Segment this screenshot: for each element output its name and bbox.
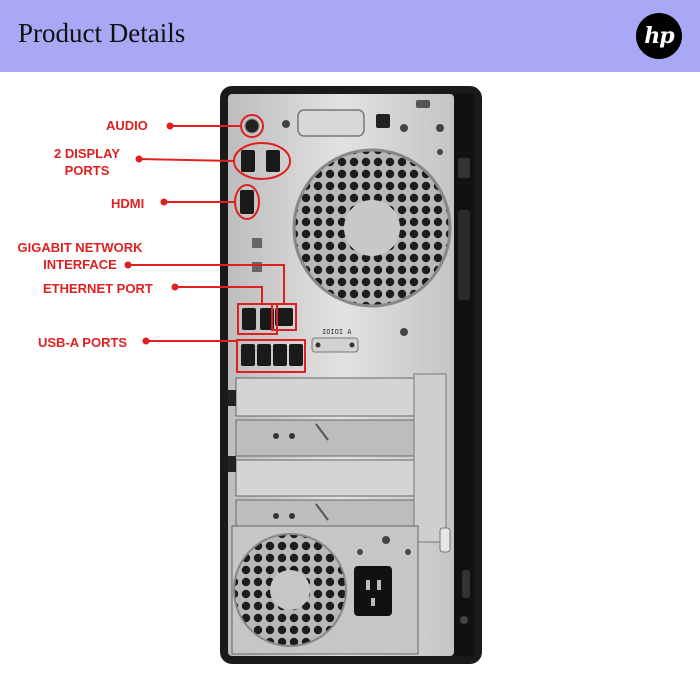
frame-tab bbox=[228, 390, 236, 406]
callout-hdmi: HDMI bbox=[111, 196, 145, 211]
side-tab bbox=[462, 570, 470, 598]
power-pin bbox=[371, 598, 375, 606]
screw bbox=[273, 433, 279, 439]
screw bbox=[400, 328, 408, 336]
power-pin bbox=[377, 580, 381, 590]
usb-port-icon bbox=[242, 308, 256, 330]
usb-port-icon bbox=[273, 344, 287, 366]
callout-display-line2: PORTS bbox=[64, 163, 110, 178]
port-cover bbox=[252, 262, 262, 272]
gigabit-leader bbox=[128, 264, 285, 304]
ethernet-port-icon bbox=[275, 308, 293, 326]
slot-bracket bbox=[413, 373, 447, 543]
display-dot bbox=[135, 155, 143, 163]
screw bbox=[400, 124, 408, 132]
audio-dot bbox=[166, 122, 174, 130]
hp-logo-icon: hp bbox=[636, 13, 682, 59]
callout-audio: AUDIO bbox=[106, 118, 148, 133]
bracket-latch bbox=[439, 527, 451, 553]
serial-cover bbox=[311, 337, 359, 353]
ethernet-leader bbox=[175, 286, 263, 304]
gigabit-dot bbox=[124, 261, 132, 269]
screw bbox=[405, 549, 411, 555]
callout-usb: USB-A PORTS bbox=[38, 335, 128, 350]
usb-highlight bbox=[236, 339, 306, 373]
screw bbox=[436, 124, 444, 132]
screw bbox=[437, 149, 443, 155]
usb-port-icon bbox=[241, 344, 255, 366]
lock-slot bbox=[376, 114, 390, 128]
display-port-1-icon bbox=[241, 150, 255, 172]
frame-tab bbox=[228, 456, 236, 472]
screw bbox=[315, 342, 321, 348]
panel-label: IOIOI A bbox=[322, 328, 352, 336]
usb-port-icon bbox=[257, 344, 271, 366]
expansion-slot-1 bbox=[235, 377, 415, 417]
slot-mark bbox=[315, 503, 329, 521]
expansion-slot-3 bbox=[235, 459, 415, 497]
screw bbox=[357, 549, 363, 555]
side-latch bbox=[458, 210, 470, 300]
screw bbox=[460, 616, 468, 624]
slot-mark bbox=[315, 423, 329, 441]
page-title: Product Details bbox=[18, 18, 186, 48]
port-cover bbox=[252, 238, 262, 248]
header-bar: Product Details hp bbox=[0, 0, 700, 72]
screw bbox=[282, 120, 290, 128]
expansion-slot-2 bbox=[235, 419, 415, 457]
psu-fan-hub bbox=[270, 570, 310, 610]
callout-display-line1: 2 DISPLAY bbox=[54, 146, 120, 161]
callout-display: 2 DISPLAY PORTS bbox=[48, 145, 126, 179]
callout-gigabit-line2: INTERFACE bbox=[43, 257, 117, 272]
usb-port-icon bbox=[260, 308, 274, 330]
screw bbox=[273, 513, 279, 519]
audio-jack-icon bbox=[244, 118, 260, 134]
usb-port-icon bbox=[289, 344, 303, 366]
ethernet-highlight bbox=[237, 303, 278, 335]
screw bbox=[289, 433, 295, 439]
usb-dot bbox=[142, 337, 150, 345]
vent-tab bbox=[416, 100, 430, 108]
screw bbox=[349, 342, 355, 348]
power-pin bbox=[366, 580, 370, 590]
fan-hub bbox=[344, 200, 400, 256]
callout-gigabit-line1: GIGABIT NETWORK bbox=[17, 240, 143, 255]
hdmi-port-icon bbox=[240, 190, 254, 214]
latch-button bbox=[458, 158, 470, 178]
callout-gigabit: GIGABIT NETWORK INTERFACE bbox=[10, 239, 150, 273]
display-port-2-icon bbox=[266, 150, 280, 172]
callout-ethernet: ETHERNET PORT bbox=[43, 281, 153, 296]
top-handle bbox=[297, 109, 365, 137]
screw bbox=[382, 536, 390, 544]
ethernet-dot bbox=[171, 283, 179, 291]
display-leader bbox=[138, 158, 235, 162]
hdmi-dot bbox=[160, 198, 168, 206]
power-socket-icon bbox=[354, 566, 392, 616]
screw bbox=[289, 513, 295, 519]
audio-highlight bbox=[240, 114, 264, 138]
